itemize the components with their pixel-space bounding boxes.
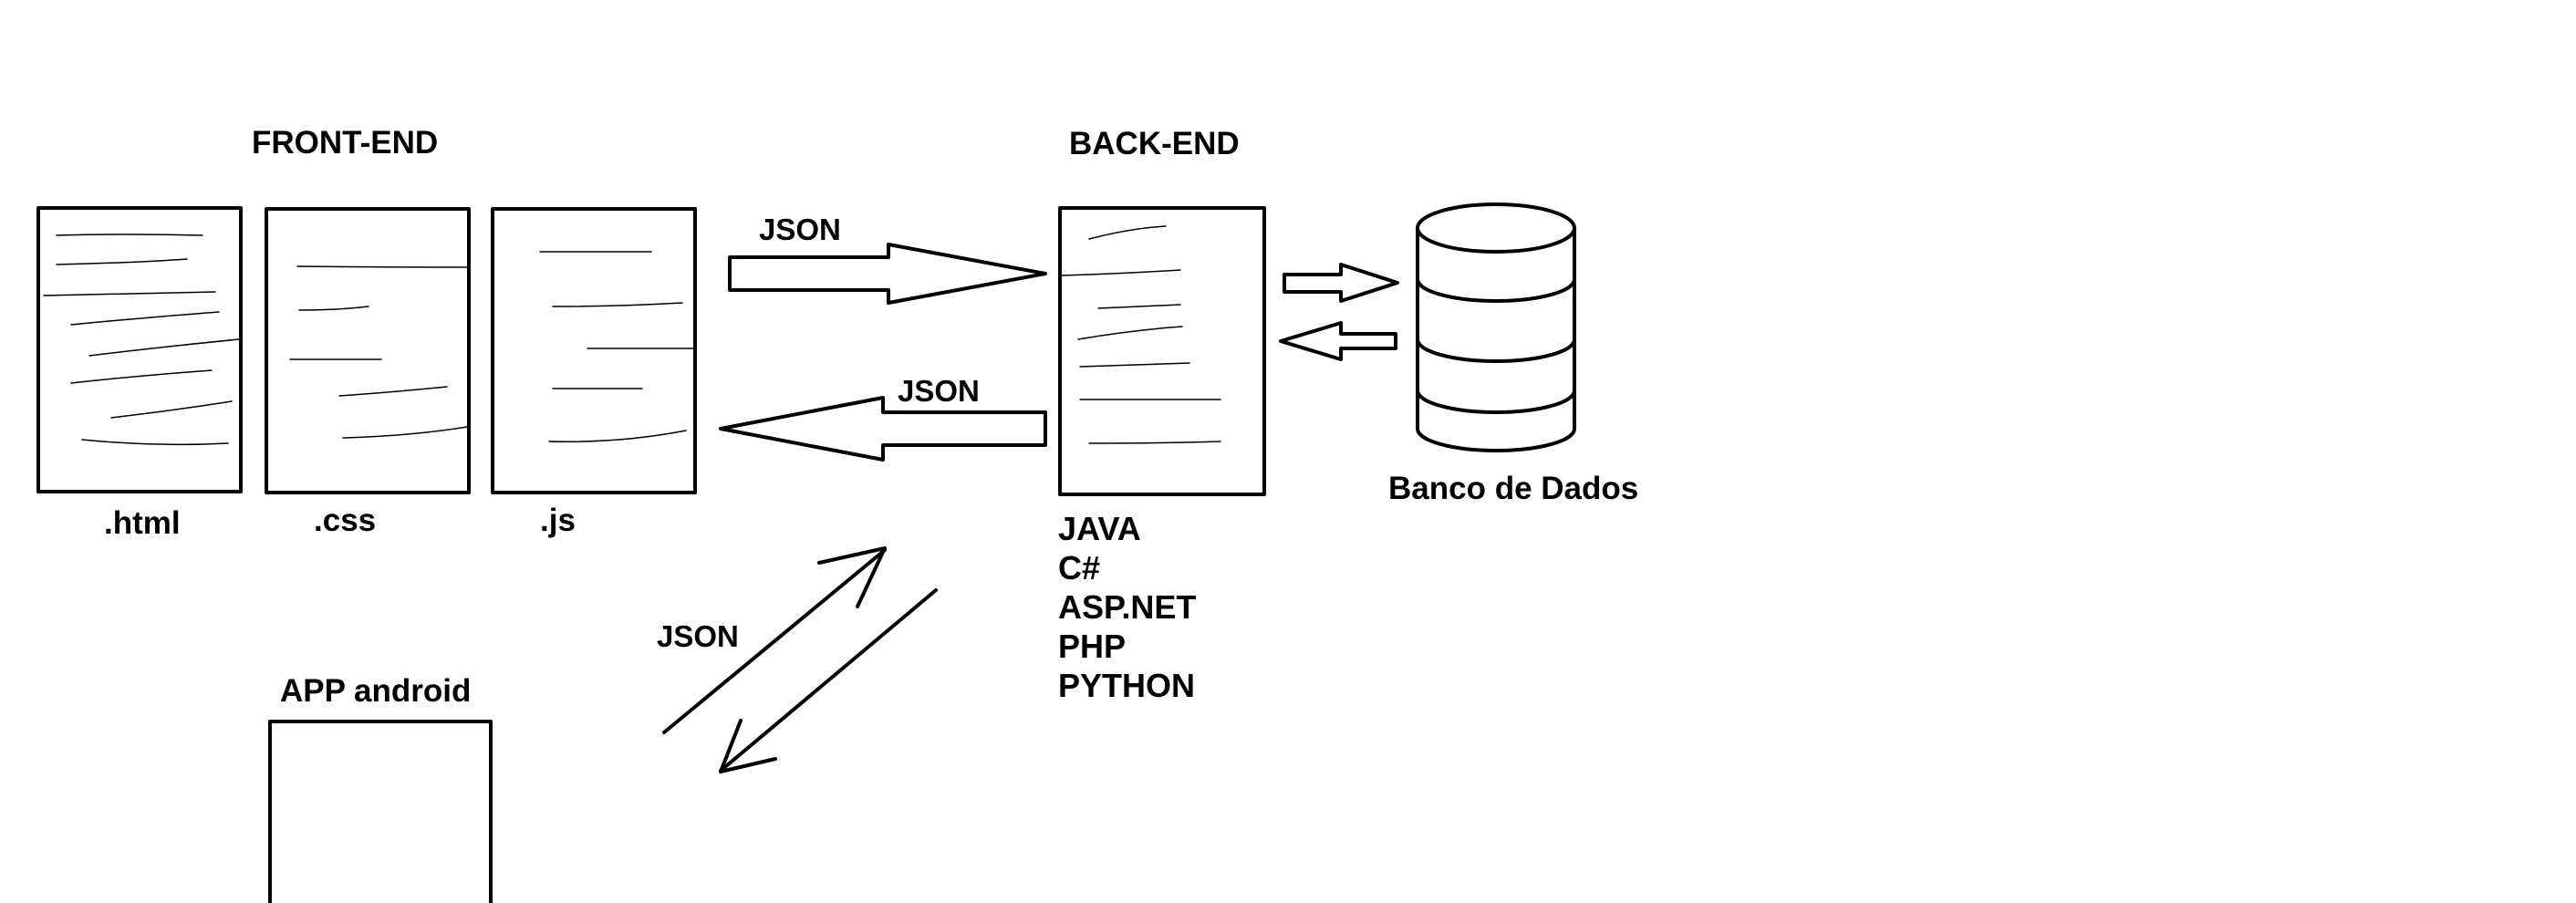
- backend-document-icon: [1058, 206, 1266, 496]
- arrow-left-icon: [719, 396, 1047, 462]
- arrow-right-icon: [728, 243, 1047, 305]
- file-label-html: .html: [104, 505, 181, 541]
- json-label-back-to-front: JSON: [898, 374, 980, 408]
- arrow-from-database-icon: [1279, 321, 1397, 361]
- file-label-js: .js: [540, 503, 576, 538]
- json-label-front-to-back: JSON: [759, 213, 841, 246]
- js-document-icon: [491, 207, 697, 494]
- backend-title: BACK-END: [1069, 126, 1240, 161]
- language-php: PHP: [1058, 628, 1127, 665]
- arrow-to-database-icon: [1283, 263, 1399, 303]
- database-label: Banco de Dados: [1388, 471, 1639, 506]
- frontend-title: FRONT-END: [252, 125, 439, 161]
- android-app-title: APP android: [280, 673, 472, 709]
- language-java: JAVA: [1058, 510, 1141, 547]
- html-document-icon: [36, 206, 243, 493]
- language-aspnet: ASP.NET: [1058, 588, 1197, 626]
- file-label-css: .css: [314, 503, 377, 538]
- backend-language-list: JAVA C# ASP.NET PHP PYTHON: [1058, 509, 1196, 705]
- language-python: PYTHON: [1058, 667, 1196, 704]
- language-csharp: C#: [1058, 549, 1101, 586]
- css-document-icon: [265, 207, 471, 494]
- mobile-app-icon: [268, 720, 493, 903]
- json-label-android: JSON: [657, 619, 739, 653]
- android-link-arrows-icon: [662, 546, 938, 773]
- database-cylinder-icon: [1416, 202, 1576, 452]
